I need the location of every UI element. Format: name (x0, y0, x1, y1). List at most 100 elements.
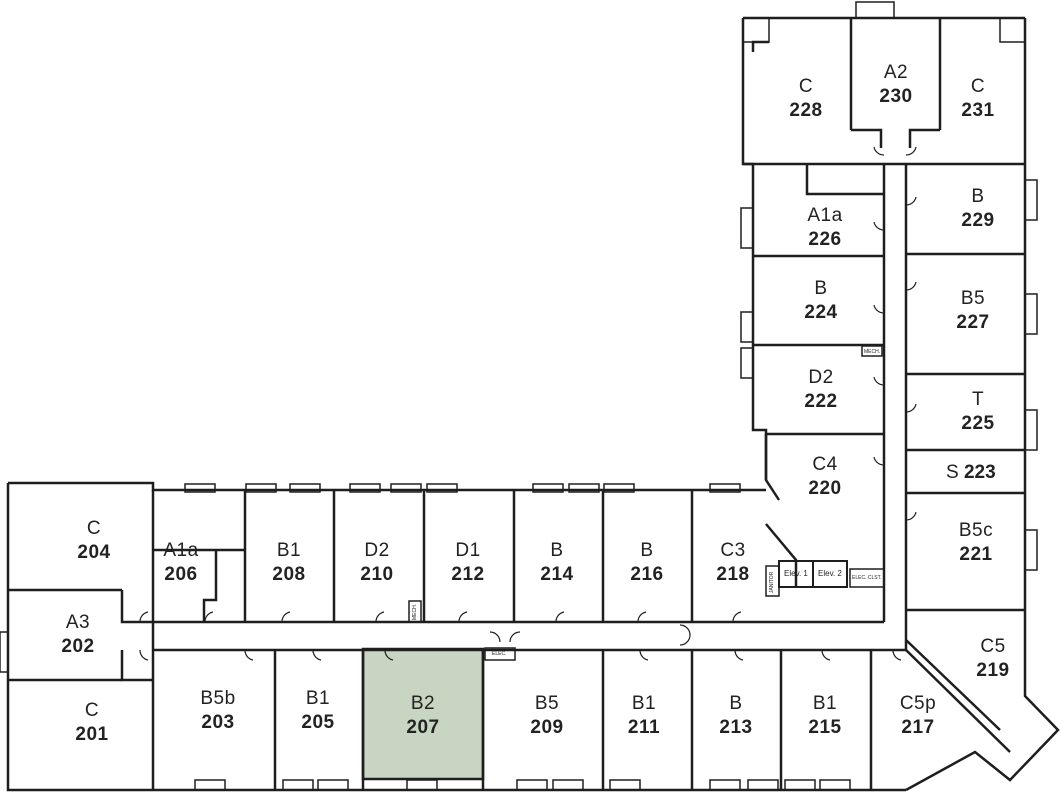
unit-number: 216 (630, 564, 664, 585)
unit-type: B5c (958, 520, 994, 541)
unit-217[interactable]: C5p 217 (888, 693, 948, 741)
unit-229[interactable]: B 229 (948, 186, 1008, 234)
unit-type: B1 (305, 688, 331, 709)
unit-number: 206 (164, 564, 198, 585)
unit-number: 229 (961, 210, 995, 231)
unit-number: 231 (961, 100, 995, 121)
mech-label: MECH. (864, 349, 881, 355)
unit-203[interactable]: B5b 203 (188, 688, 248, 736)
unit-227[interactable]: B5 227 (943, 288, 1003, 336)
unit-number: 221 (959, 544, 993, 565)
unit-type: D2 (364, 540, 390, 561)
wall-west-left (6, 483, 153, 792)
unit-number: 212 (451, 564, 485, 585)
unit-220[interactable]: C4 220 (795, 454, 855, 502)
unit-type: B (550, 540, 564, 561)
unit-number: 225 (961, 413, 995, 434)
unit-number: 208 (272, 564, 306, 585)
unit-212[interactable]: D1 212 (438, 540, 498, 588)
unit-219[interactable]: C5 219 (963, 636, 1023, 684)
unit-type: B (971, 186, 985, 207)
unit-214[interactable]: B 214 (527, 540, 587, 588)
unit-number: 211 (627, 717, 661, 738)
unit-type: S (946, 462, 959, 483)
unit-number: 210 (360, 564, 394, 585)
unit-216[interactable]: B 216 (617, 540, 677, 588)
unit-number: 227 (956, 312, 990, 333)
wall-west-top (8, 481, 766, 492)
unit-number: 230 (879, 86, 913, 107)
unit-210[interactable]: D2 210 (347, 540, 407, 588)
unit-type: B5 (960, 288, 986, 309)
unit-type: B (729, 693, 743, 714)
unit-type: B1 (276, 540, 302, 561)
unit-type: C5p (899, 693, 937, 714)
unit-type: B1 (812, 693, 838, 714)
unit-222[interactable]: D2 222 (791, 367, 851, 415)
unit-number: 223 (963, 462, 996, 483)
unit-207[interactable]: B2 207 (393, 693, 453, 741)
janitor-label: JANITOR (769, 571, 775, 593)
elec-closet-label: ELEC. CLST. (852, 575, 882, 581)
unit-226[interactable]: A1a 226 (795, 205, 855, 253)
unit-209[interactable]: B5 209 (517, 693, 577, 741)
unit-202[interactable]: A3 202 (48, 612, 108, 660)
unit-type: C (798, 76, 814, 97)
elevator-2-label: Elev. 2 (818, 569, 842, 578)
unit-number: 213 (719, 717, 753, 738)
unit-type: A3 (65, 612, 91, 633)
unit-number: 228 (789, 100, 823, 121)
unit-type: B (814, 278, 828, 299)
mech-label-2: MECH. (412, 603, 418, 620)
unit-type: D2 (808, 367, 834, 388)
unit-215[interactable]: B1 215 (795, 693, 855, 741)
unit-number: 209 (530, 717, 564, 738)
unit-type: B1 (631, 693, 657, 714)
unit-type: B2 (410, 693, 436, 714)
unit-number: 204 (77, 542, 111, 563)
unit-type: B5 (534, 693, 560, 714)
unit-type: D1 (455, 540, 481, 561)
unit-205[interactable]: B1 205 (288, 688, 348, 736)
unit-type: B5b (200, 688, 236, 709)
unit-223[interactable]: S 223 (946, 462, 996, 484)
unit-number: 201 (75, 724, 109, 745)
unit-type: C4 (812, 454, 838, 475)
unit-224[interactable]: B 224 (791, 278, 851, 326)
unit-225[interactable]: T 225 (948, 389, 1008, 437)
unit-number: 218 (716, 564, 750, 585)
unit-206[interactable]: A1a 206 (151, 540, 211, 588)
unit-231[interactable]: C 231 (948, 76, 1008, 124)
unit-type: B (640, 540, 654, 561)
unit-number: 205 (301, 712, 335, 733)
unit-number: 222 (804, 391, 838, 412)
unit-type: C (86, 518, 102, 539)
unit-218[interactable]: C3 218 (703, 540, 763, 588)
unit-number: 203 (201, 712, 235, 733)
unit-208[interactable]: B1 208 (259, 540, 319, 588)
wall-north-outer (741, 18, 781, 501)
unit-201[interactable]: C 201 (62, 700, 122, 748)
unit-230[interactable]: A2 230 (866, 62, 926, 110)
unit-number: 226 (808, 229, 842, 250)
unit-number: 202 (61, 636, 95, 657)
unit-228[interactable]: C 228 (776, 76, 836, 124)
unit-type: C3 (720, 540, 746, 561)
unit-type: C5 (980, 636, 1006, 657)
unit-204[interactable]: C 204 (64, 518, 124, 566)
unit-number: 217 (901, 717, 935, 738)
unit-number: 207 (406, 717, 440, 738)
unit-type: T (971, 389, 985, 410)
unit-221[interactable]: B5c 221 (946, 520, 1006, 568)
unit-type: C (84, 700, 100, 721)
unit-211[interactable]: B1 211 (614, 693, 674, 741)
unit-207-highlight (361, 647, 485, 781)
unit-213[interactable]: B 213 (706, 693, 766, 741)
elec-label: ELEC. (492, 651, 507, 657)
unit-number: 224 (804, 302, 838, 323)
unit-number: 215 (808, 717, 842, 738)
unit-number: 214 (540, 564, 574, 585)
balcony-top (855, 1, 895, 19)
unit-type: A2 (883, 62, 909, 83)
